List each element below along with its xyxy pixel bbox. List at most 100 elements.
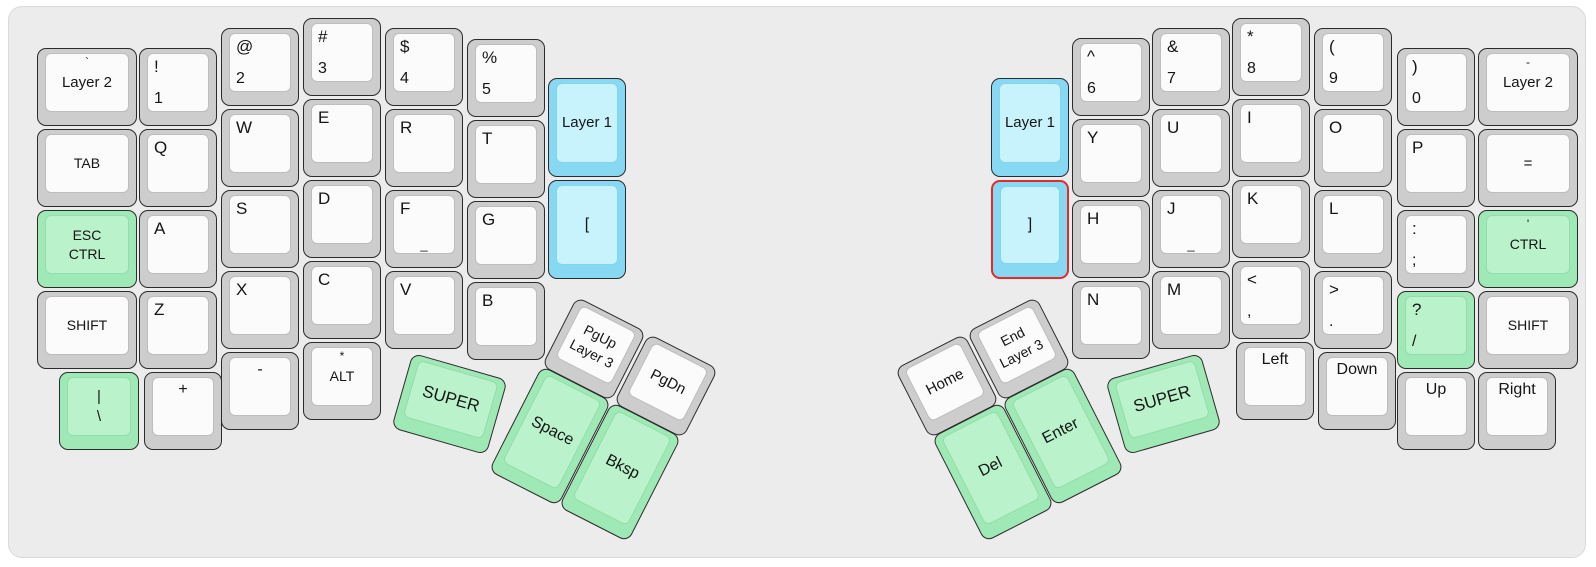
key-k[interactable]: K [1232,180,1310,258]
keycap-top: TAB [45,134,129,193]
key-at-2[interactable]: @2 [221,28,299,106]
key-t[interactable]: T [467,120,545,198]
key-legend: U [1167,118,1180,137]
key-rbracket[interactable]: ] [991,180,1069,279]
key-super-left[interactable]: SUPER [391,352,508,456]
key-percent-5[interactable]: %5 [467,39,545,117]
key-x[interactable]: X [221,271,299,349]
key-pipe-backslash[interactable]: | \ [59,372,139,450]
key-minus-layer2[interactable]: -Layer 2 [1478,48,1578,126]
key-d[interactable]: D [303,180,381,258]
key-legend: : [1412,219,1417,238]
key-legend: @ [236,37,254,56]
key-asterisk-alt[interactable]: *ALT [303,342,381,420]
key-c[interactable]: C [303,261,381,339]
key-q[interactable]: Q [139,129,217,207]
key-legend: ? [1412,300,1422,319]
key-legend: _ [420,237,428,252]
key-m[interactable]: M [1152,271,1230,349]
keycap-top: ?/ [1405,296,1467,355]
key-r[interactable]: R [385,109,463,187]
keycap-top: F_ [393,195,455,254]
key-legend: [ [584,215,590,233]
key-equals[interactable]: = [1478,129,1578,207]
key-legend: . [1329,313,1334,330]
key-minus[interactable]: - [221,352,299,430]
key-legend: Q [154,138,168,157]
key-j[interactable]: J_ [1152,190,1230,268]
key-dollar-4[interactable]: $4 [385,28,463,106]
key-quote-ctrl[interactable]: 'CTRL [1478,210,1578,288]
key-lt-comma[interactable]: <, [1232,261,1310,339]
key-up[interactable]: Up [1397,372,1475,450]
key-legend: * [339,349,345,363]
keycap-top: !1 [147,53,209,112]
key-rparen-0[interactable]: )0 [1397,48,1475,126]
key-u[interactable]: U [1152,109,1230,187]
key-z[interactable]: Z [139,291,217,369]
key-tab[interactable]: TAB [37,129,137,207]
keycap-top: T [475,125,537,184]
keycap-top: = [1486,134,1570,193]
key-plus[interactable]: + [144,372,222,450]
key-lbracket[interactable]: [ [548,180,626,279]
key-legend: F [400,199,411,218]
key-grave-layer2[interactable]: `Layer 2 [37,48,137,126]
key-legend: Layer 1 [561,114,613,132]
key-legend: TAB [73,155,101,172]
key-shift-left[interactable]: SHIFT [37,291,137,369]
key-legend: + [178,381,188,398]
key-w[interactable]: W [221,109,299,187]
key-legend: K [1247,189,1259,208]
key-legend: Left [1261,351,1289,368]
key-f[interactable]: F_ [385,190,463,268]
key-colon-semicolon[interactable]: :; [1397,210,1475,288]
key-s[interactable]: S [221,190,299,268]
keycap-top: >. [1322,276,1384,335]
key-legend: ^ [1087,47,1095,66]
key-p[interactable]: P [1397,129,1475,207]
key-hash-3[interactable]: #3 [303,18,381,96]
key-y[interactable]: Y [1072,119,1150,197]
key-legend: > [1329,280,1339,299]
key-n[interactable]: N [1072,281,1150,359]
keycap-top: ^6 [1080,43,1142,102]
key-i[interactable]: I [1232,99,1310,177]
key-legend: J [1167,199,1176,218]
key-shift-right[interactable]: SHIFT [1478,291,1578,369]
key-lparen-9[interactable]: (9 [1314,28,1392,106]
key-legend: Layer 1 [1004,114,1056,132]
key-super-right[interactable]: SUPER [1105,352,1222,456]
key-right[interactable]: Right [1478,372,1556,450]
keycap-top: End Layer 3 [975,304,1058,386]
key-asterisk-8[interactable]: *8 [1232,18,1310,96]
key-gt-period[interactable]: >. [1314,271,1392,349]
key-legend: SHIFT [1507,317,1549,334]
key-v[interactable]: V [385,271,463,349]
keycap-top: S [229,195,291,254]
key-layer1-right[interactable]: Layer 1 [991,78,1069,177]
key-e[interactable]: E [303,99,381,177]
keycap-top: Home [903,341,986,423]
key-h[interactable]: H [1072,200,1150,278]
key-legend: P [1412,138,1424,157]
key-g[interactable]: G [467,201,545,279]
key-l[interactable]: L [1314,190,1392,268]
key-b[interactable]: B [467,282,545,360]
key-a[interactable]: A [139,210,217,288]
keycap-top: ESC CTRL [45,215,129,274]
key-legend: H [1087,209,1100,228]
key-caret-6[interactable]: ^6 [1072,38,1150,116]
key-legend: 5 [482,81,491,98]
key-amp-7[interactable]: &7 [1152,28,1230,106]
keycap-top: Q [147,134,209,193]
key-o[interactable]: O [1314,109,1392,187]
key-left[interactable]: Left [1236,342,1314,420]
key-down[interactable]: Down [1318,352,1396,430]
key-esc-ctrl[interactable]: ESC CTRL [37,210,137,288]
key-layer1-left[interactable]: Layer 1 [548,78,626,177]
key-question-slash[interactable]: ?/ [1397,291,1475,369]
key-exclam-1[interactable]: !1 [139,48,217,126]
